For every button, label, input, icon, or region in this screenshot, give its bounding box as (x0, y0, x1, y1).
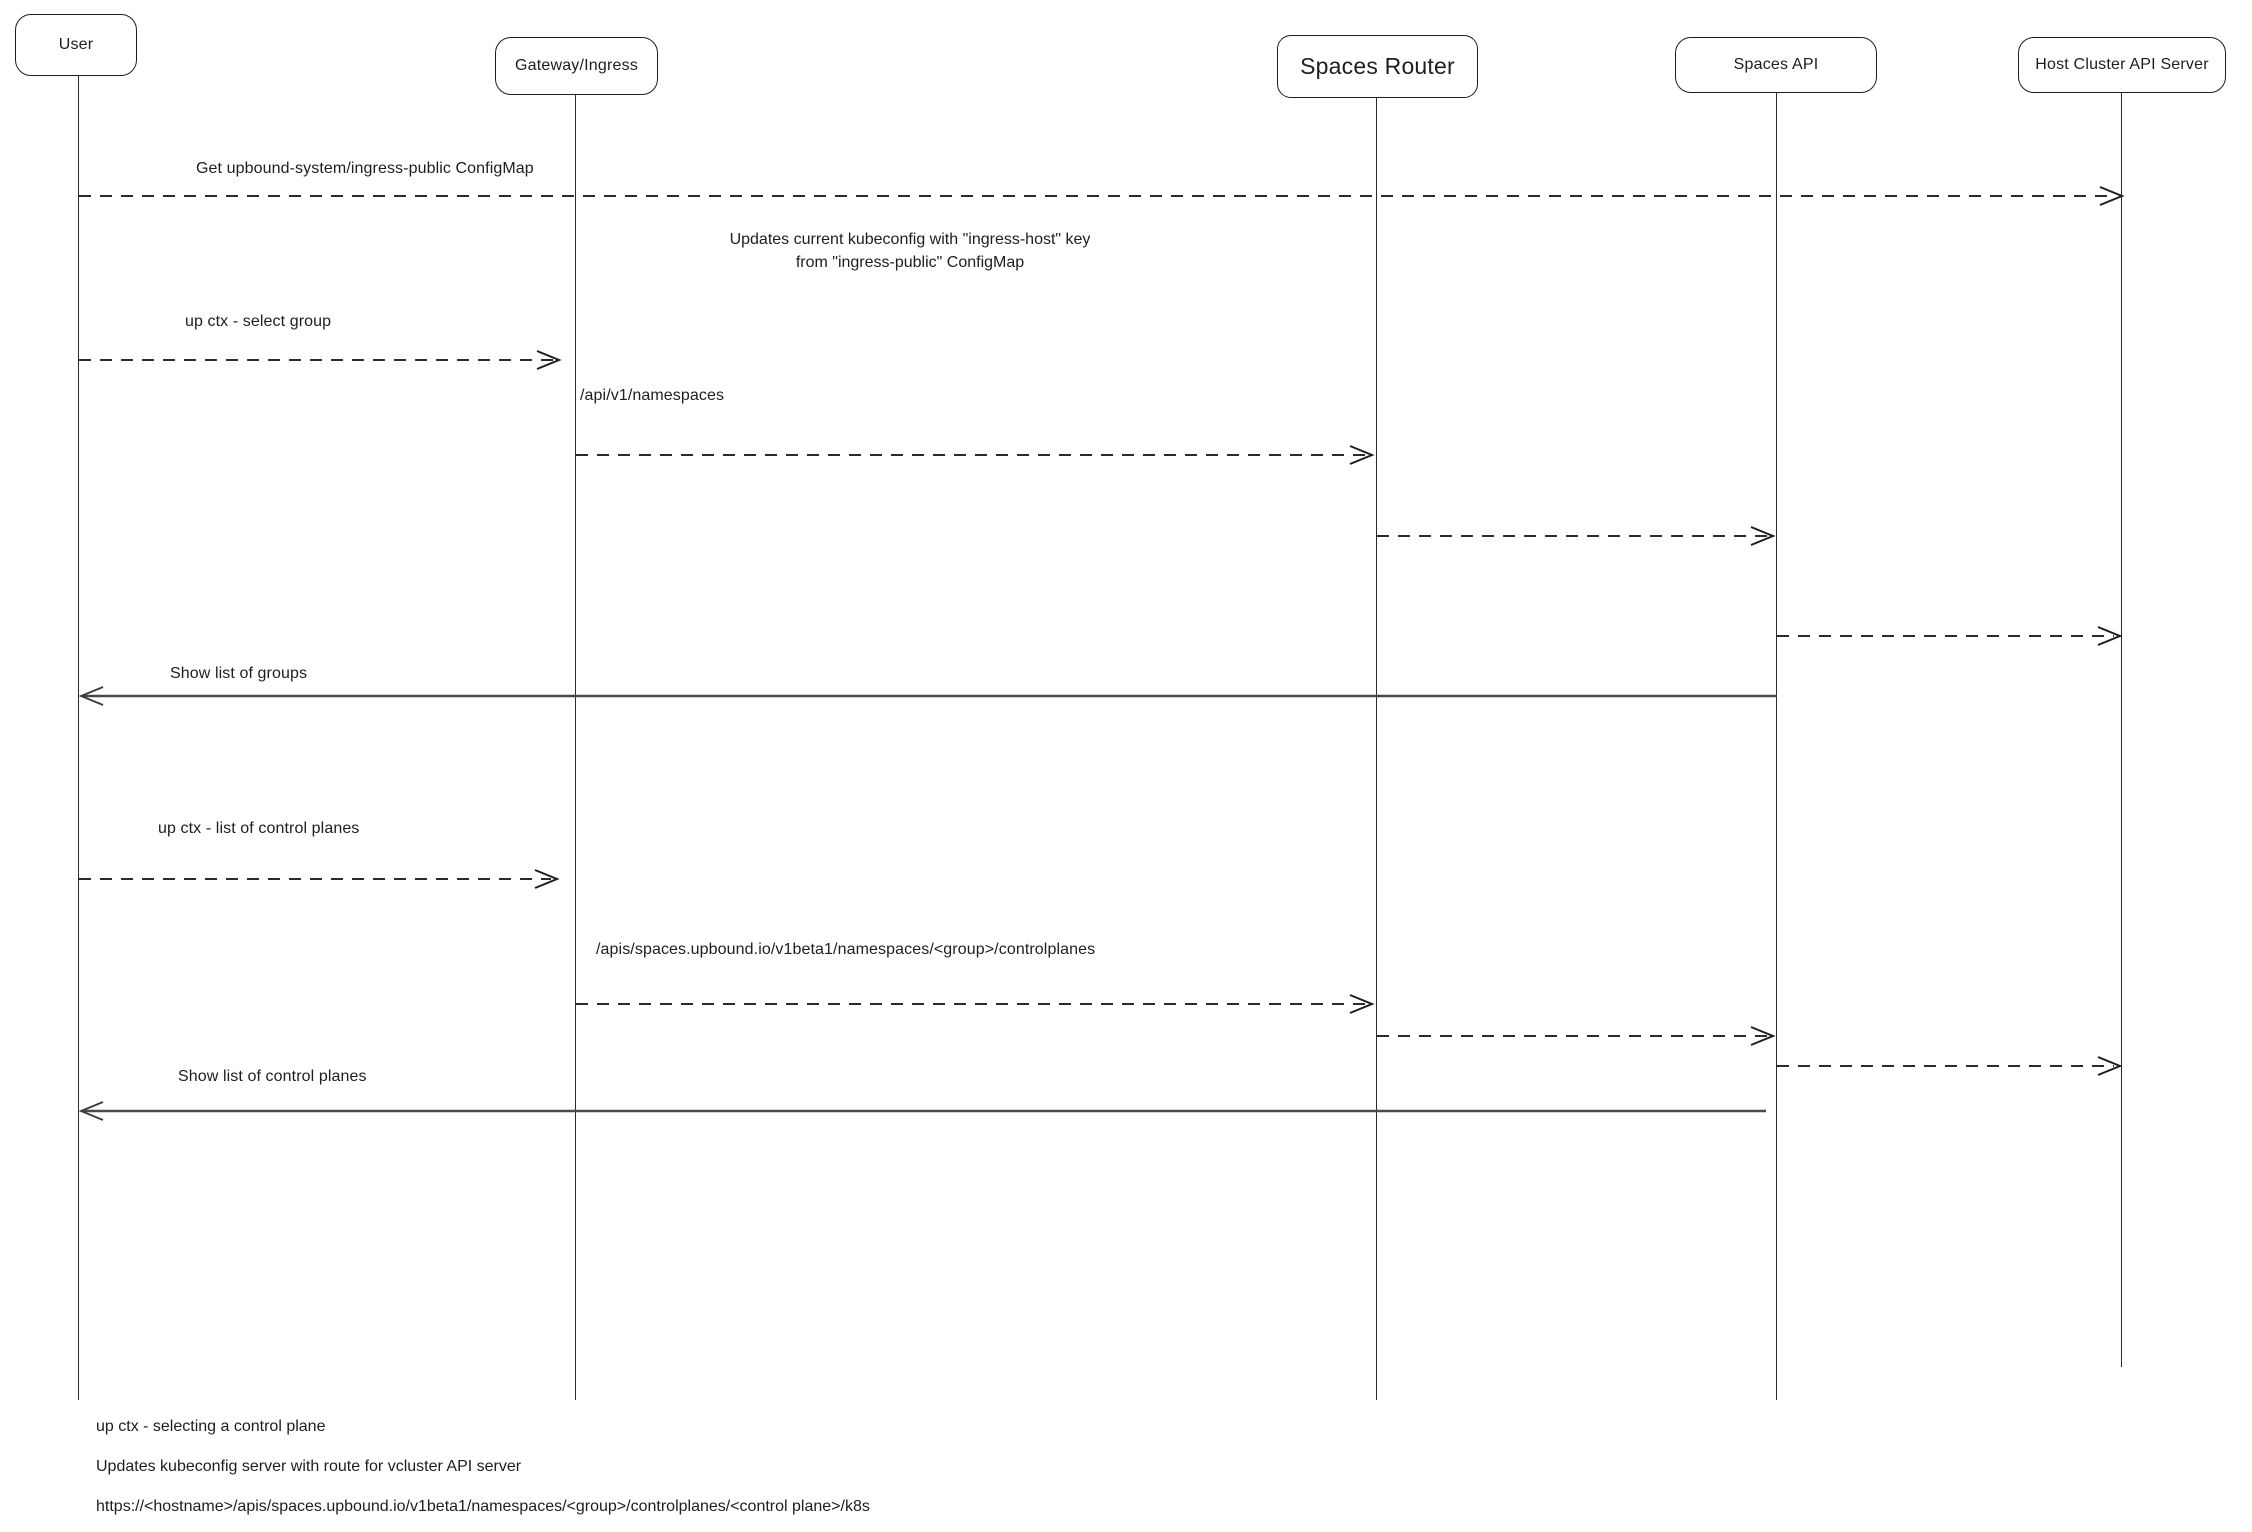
footnote-vcluster-url: https://<hostname>/apis/spaces.upbound.i… (96, 1498, 870, 1515)
actor-label-spaces-router: Spaces Router (1300, 53, 1455, 79)
actor-label-host-cluster-api-server: Host Cluster API Server (2035, 56, 2209, 73)
message-arrow-api-to-host (1777, 626, 2123, 646)
message-arrow-apis-controlplanes (576, 994, 1375, 1014)
actor-label-user: User (58, 36, 94, 53)
note-kubeconfig-update: Updates current kubeconfig with "ingress… (680, 228, 1140, 274)
message-label-apis-controlplanes: /apis/spaces.upbound.io/v1beta1/namespac… (596, 941, 1096, 958)
arrowhead-right-icon (2097, 626, 2123, 646)
message-arrow-show-groups (78, 686, 1777, 706)
lifeline-host-cluster-api-server (2121, 93, 2122, 1367)
actor-label-spaces-api: Spaces API (1733, 56, 1819, 73)
message-arrow-get-configmap (79, 186, 2125, 206)
actor-label-gateway-ingress: Gateway/Ingress (514, 57, 639, 74)
arrowhead-right-icon (1750, 526, 1776, 546)
message-arrow-router-to-api-2 (1377, 1026, 1776, 1046)
arrowhead-right-icon (536, 350, 562, 370)
lifeline-spaces-router (1376, 98, 1377, 1400)
arrowhead-right-icon (1349, 445, 1375, 465)
lifeline-gateway-ingress (575, 95, 576, 1400)
footnote-selecting-control-plane: up ctx - selecting a control plane (96, 1418, 326, 1435)
arrowhead-right-icon (534, 869, 560, 889)
arrowhead-right-icon (1349, 994, 1375, 1014)
note-line-1: Updates current kubeconfig with "ingress… (729, 231, 1091, 248)
actor-box-user: User (15, 14, 137, 76)
message-label-get-configmap: Get upbound-system/ingress-public Config… (196, 160, 534, 177)
footnote-kubeconfig-route: Updates kubeconfig server with route for… (96, 1458, 522, 1475)
message-label-show-groups: Show list of groups (170, 665, 308, 682)
message-label-list-control-planes: up ctx - list of control planes (158, 820, 360, 837)
arrowhead-right-icon (1750, 1026, 1776, 1046)
message-label-select-group: up ctx - select group (185, 313, 332, 330)
arrowhead-right-icon (2097, 1056, 2123, 1076)
message-arrow-list-control-planes (79, 869, 560, 889)
actor-box-spaces-api: Spaces API (1675, 37, 1877, 93)
arrowhead-left-icon (78, 686, 104, 706)
message-arrow-show-control-planes (78, 1101, 1766, 1121)
lifeline-spaces-api (1776, 93, 1777, 1400)
message-arrow-select-group (79, 350, 562, 370)
note-line-2: from "ingress-public" ConfigMap (795, 254, 1025, 271)
message-arrow-router-to-api (1377, 526, 1776, 546)
message-arrow-api-to-host-2 (1777, 1056, 2123, 1076)
message-arrow-api-v1-namespaces (576, 445, 1375, 465)
lifeline-user (78, 76, 79, 1400)
actor-box-spaces-router: Spaces Router (1277, 35, 1478, 98)
arrowhead-right-icon (2099, 186, 2125, 206)
arrowhead-left-icon (78, 1101, 104, 1121)
message-label-show-control-planes: Show list of control planes (178, 1068, 367, 1085)
actor-box-host-cluster-api-server: Host Cluster API Server (2018, 37, 2226, 93)
message-label-api-v1-namespaces: /api/v1/namespaces (580, 387, 725, 404)
actor-box-gateway-ingress: Gateway/Ingress (495, 37, 658, 95)
